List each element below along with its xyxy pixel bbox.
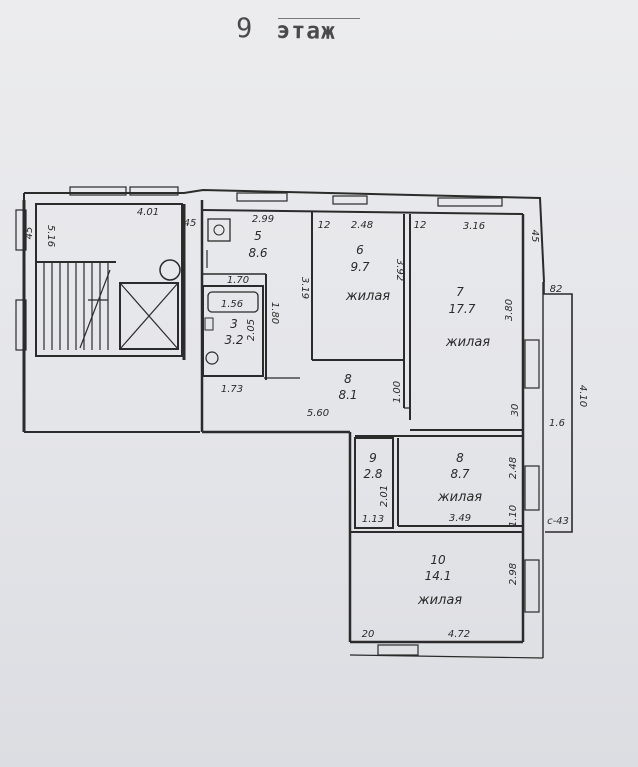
dim-r7-height: 3.80 xyxy=(504,299,515,321)
room-10-number: 10 xyxy=(430,553,446,567)
dim-r5-side: 1.80 xyxy=(269,302,280,324)
stair-steps xyxy=(43,262,111,350)
chute-circle xyxy=(159,259,181,281)
windows xyxy=(15,186,540,656)
stamp-underline xyxy=(278,18,360,19)
dim-20: 20 xyxy=(362,629,375,640)
balcony-outline xyxy=(543,282,573,533)
outer-wall-top xyxy=(24,188,545,283)
dim-30: 30 xyxy=(510,404,521,417)
room-8-number: 8 xyxy=(344,372,352,386)
dim-45c: 45 xyxy=(529,230,540,243)
stove-icon xyxy=(207,218,231,242)
dim-r7-width: 3.16 xyxy=(463,221,485,232)
dim-173: 1.73 xyxy=(221,384,243,395)
room-7-number: 7 xyxy=(456,285,464,299)
bathroom-3 xyxy=(202,285,264,377)
room-8b-number: 8 xyxy=(456,451,464,465)
dim-r9-width: 1.13 xyxy=(362,514,384,525)
stove-burner-icon xyxy=(213,224,225,236)
dim-r8b-width: 3.49 xyxy=(449,513,471,524)
dim-r10-width: 4.72 xyxy=(448,629,470,640)
stair-block xyxy=(35,203,183,357)
toilet-icon xyxy=(205,351,219,365)
dim-stair-width: 4.01 xyxy=(137,207,159,218)
room-10-area: 14.1 xyxy=(425,569,452,583)
dim-45b: 45 xyxy=(184,218,197,229)
bathtub-icon xyxy=(207,291,259,313)
room-9-number: 9 xyxy=(369,451,377,465)
dim-410: 4.10 xyxy=(577,385,588,407)
dim-45a: 45 xyxy=(24,227,35,240)
dim-100: 1.00 xyxy=(392,381,403,403)
dim-560: 5.60 xyxy=(307,408,329,419)
living-label-8b: жилая xyxy=(437,490,482,505)
dim-12a: 12 xyxy=(318,220,331,231)
room-5-area: 8.6 xyxy=(248,246,267,260)
dim-r5-height: 3.19 xyxy=(299,277,310,299)
dim-12b: 12 xyxy=(414,220,427,231)
dim-r8b-side: 1.10 xyxy=(508,505,519,527)
room-6-number: 6 xyxy=(356,243,364,257)
living-label-7: жилая xyxy=(445,335,490,350)
room-9-area: 2.8 xyxy=(363,467,382,481)
room-8b-area: 8.7 xyxy=(450,467,469,481)
dim-r10-height: 2.98 xyxy=(508,563,519,585)
living-label-6: жилая xyxy=(345,289,390,304)
sink-icon xyxy=(204,317,214,331)
living-label-10: жилая xyxy=(417,593,462,608)
dim-516: 5.16 xyxy=(45,225,56,247)
dim-r6-width: 2.48 xyxy=(351,220,373,231)
dim-205: 2.05 xyxy=(246,319,257,341)
dim-r5-width: 2.99 xyxy=(252,214,274,225)
room-8-area: 8.1 xyxy=(338,388,357,402)
dim-82: 82 xyxy=(550,284,563,295)
room-9-walls xyxy=(354,437,394,529)
elevator-shaft xyxy=(119,282,179,350)
room-7-area: 17.7 xyxy=(449,302,476,316)
room-3-area: 3.2 xyxy=(224,333,243,347)
dim-r8b-height: 2.48 xyxy=(508,457,519,479)
dim-1-6: 1.6 xyxy=(549,418,565,429)
apt-inner-top xyxy=(201,209,524,215)
dim-r6-height: 3.92 xyxy=(394,259,405,281)
dim-c43: c-43 xyxy=(547,516,569,527)
room-3-number: 3 xyxy=(230,317,238,331)
dim-156: 1.56 xyxy=(221,299,243,310)
room-6-area: 9.7 xyxy=(350,260,369,274)
room-5-number: 5 xyxy=(254,229,262,243)
dim-r9-height: 2.01 xyxy=(379,485,390,507)
dim-170: 1.70 xyxy=(227,275,249,286)
